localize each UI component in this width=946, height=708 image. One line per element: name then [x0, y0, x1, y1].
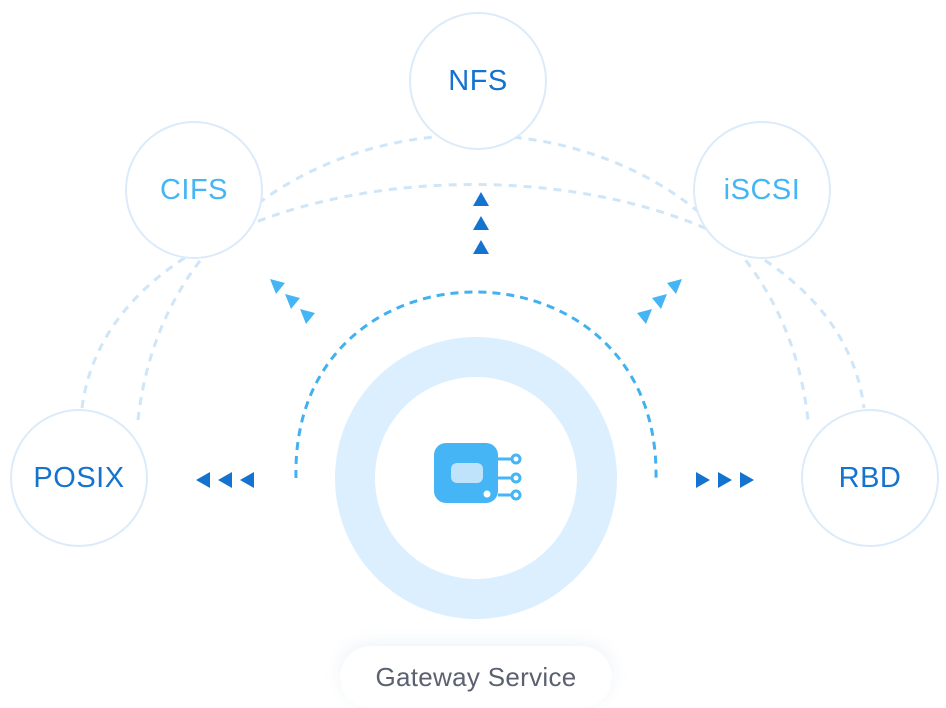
node-rbd: RBD [801, 409, 939, 547]
node-nfs-label: NFS [448, 64, 508, 97]
arrows-left-posix [196, 472, 254, 488]
arrows-up-nfs [473, 192, 489, 254]
node-iscsi: iSCSI [693, 121, 831, 259]
node-cifs: CIFS [125, 121, 263, 259]
arrows-up-right-iscsi [637, 279, 682, 324]
node-posix: POSIX [10, 409, 148, 547]
node-nfs: NFS [409, 12, 547, 150]
node-rbd-label: RBD [838, 461, 902, 494]
node-posix-label: POSIX [33, 461, 125, 494]
node-cifs-label: CIFS [159, 173, 229, 206]
gateway-service-label: Gateway Service [340, 646, 612, 708]
arrows-up-left-cifs [270, 279, 315, 324]
gateway-service-text: Gateway Service [375, 661, 577, 692]
node-iscsi-label: iSCSI [723, 173, 801, 206]
arrows-right-rbd [696, 472, 754, 488]
